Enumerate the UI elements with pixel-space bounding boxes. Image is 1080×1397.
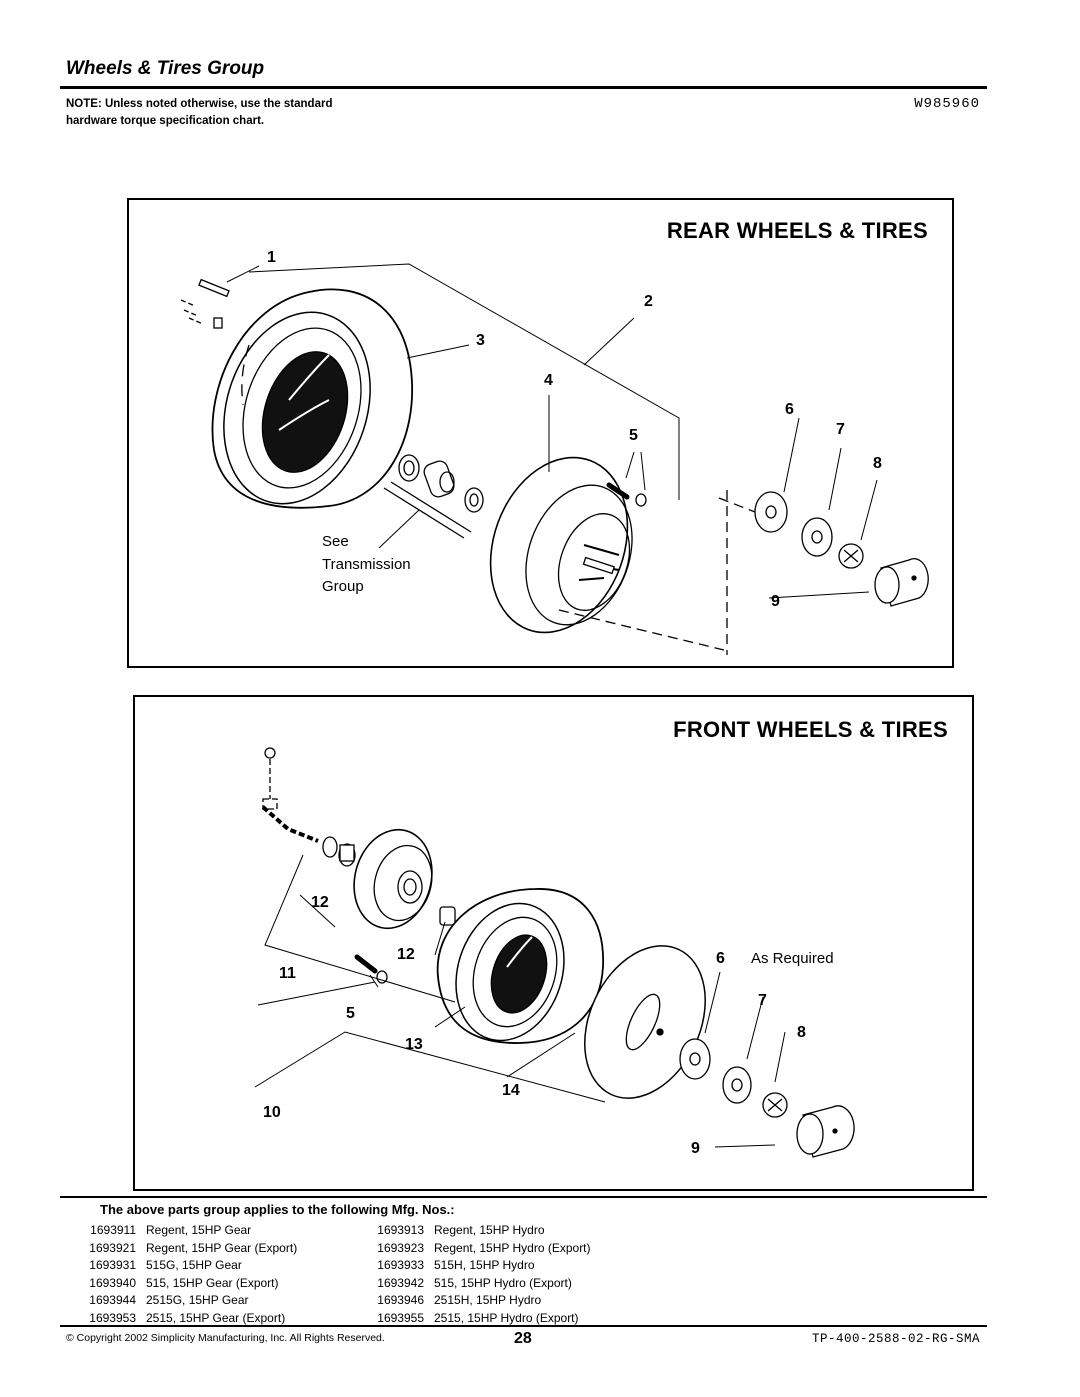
rear-panel-title: REAR WHEELS & TIRES xyxy=(666,218,928,243)
mfg-number: 1693946 xyxy=(377,1293,424,1307)
footer-doc-code: TP-400-2588-02-RG-SMA xyxy=(811,1332,980,1346)
footer-rule xyxy=(60,1325,987,1327)
rear-tire-part xyxy=(211,288,413,509)
section-rule xyxy=(60,1196,987,1198)
model-description: 2515H, 15HP Hydro xyxy=(434,1293,542,1307)
model-description: 2515, 15HP Gear (Export) xyxy=(146,1310,286,1325)
callout-7-front: 7 xyxy=(758,992,767,1009)
mfg-number: 1693913 xyxy=(377,1223,424,1237)
see-label: See xyxy=(322,533,349,550)
model-description: 515G, 15HP Gear xyxy=(146,1258,242,1272)
callout-1: 1 xyxy=(267,249,276,266)
mfg-number: 1693955 xyxy=(377,1310,424,1325)
callout-12b: 12 xyxy=(397,946,415,963)
drawing-code: W985960 xyxy=(914,96,980,112)
model-description: 2515G, 15HP Gear xyxy=(146,1293,249,1307)
copyright-text: © Copyright 2002 Simplicity Manufacturin… xyxy=(66,1332,385,1344)
header-rule xyxy=(60,86,987,89)
page-number: 28 xyxy=(514,1330,532,1347)
mfg-number: 1693911 xyxy=(90,1223,136,1237)
callout-4: 4 xyxy=(544,372,553,389)
mfg-number: 1693942 xyxy=(377,1275,424,1290)
front-wheels-panel: FRONT WHEELS & TIRES xyxy=(133,695,974,1191)
callout-2: 2 xyxy=(644,293,653,310)
table-row: 1693940 515, 15HP Gear (Export) 1693942 … xyxy=(86,1275,662,1293)
mfg-number: 1693921 xyxy=(89,1240,136,1255)
callout-9-front: 9 xyxy=(691,1140,700,1157)
model-description: Regent, 15HP Hydro xyxy=(434,1223,545,1237)
rear-leader-lines xyxy=(226,263,878,599)
mfg-number: 1693923 xyxy=(377,1240,424,1255)
front-leader-lines xyxy=(254,854,786,1148)
front-valve-stem-part xyxy=(354,954,388,984)
rear-rim-part xyxy=(489,456,633,634)
callout-3: 3 xyxy=(476,332,485,349)
key-pin-part xyxy=(180,278,230,329)
callout-8: 8 xyxy=(873,455,882,472)
callout-10: 10 xyxy=(263,1104,281,1121)
group-label: Group xyxy=(322,578,364,595)
table-row: 1693944 2515G, 15HP Gear 1693946 2515H, … xyxy=(86,1292,662,1310)
table-row: 1693953 2515, 15HP Gear (Export) 1693955… xyxy=(86,1310,662,1328)
front-tire-part xyxy=(436,888,604,1044)
model-description: Regent, 15HP Hydro (Export) xyxy=(434,1240,591,1255)
table-row: 1693931 515G, 15HP Gear 1693933 515H, 15… xyxy=(86,1257,662,1275)
mfg-number: 1693940 xyxy=(89,1275,136,1290)
model-description: Regent, 15HP Gear (Export) xyxy=(146,1240,298,1255)
callout-9: 9 xyxy=(771,593,780,610)
rear-wheel-diagram: 1 2 3 4 5 6 7 8 9 See Transmission Group xyxy=(180,249,929,655)
front-panel-title: FRONT WHEELS & TIRES xyxy=(673,717,948,742)
applies-heading: The above parts group applies to the fol… xyxy=(100,1202,455,1217)
callout-6: 6 xyxy=(785,401,794,418)
mfg-number: 1693953 xyxy=(89,1310,136,1325)
mfg-number: 1693931 xyxy=(89,1258,136,1272)
callout-5-front: 5 xyxy=(346,1005,355,1022)
table-row: 1693921 Regent, 15HP Gear (Export) 16939… xyxy=(86,1240,662,1258)
torque-note: NOTE: Unless noted otherwise, use the st… xyxy=(66,98,333,127)
model-description: 515, 15HP Hydro (Export) xyxy=(434,1275,572,1290)
front-wheel-diagram: 12 12 11 5 13 14 10 6 As Required 7 8 9 xyxy=(254,747,855,1158)
mfg-number: 1693944 xyxy=(89,1293,136,1307)
front-hardware-parts xyxy=(679,1038,855,1158)
model-description: 515H, 15HP Hydro xyxy=(434,1258,535,1272)
callout-8-front: 8 xyxy=(797,1024,806,1041)
model-description: 2515, 15HP Hydro (Export) xyxy=(434,1310,579,1325)
table-row: 1693911 Regent, 15HP Gear 1693913 Regent… xyxy=(86,1222,662,1240)
callout-12a: 12 xyxy=(311,894,329,911)
mfg-number: 1693933 xyxy=(377,1258,424,1272)
callout-11: 11 xyxy=(279,965,296,982)
model-description: Regent, 15HP Gear xyxy=(146,1223,252,1237)
spindle-part xyxy=(261,747,356,867)
callout-6-front: 6 xyxy=(716,950,725,967)
page-title: Wheels & Tires Group xyxy=(66,58,265,79)
as-required-label: As Required xyxy=(751,950,834,967)
mfg-number-table: 1693911 Regent, 15HP Gear 1693913 Regent… xyxy=(86,1222,662,1327)
rear-hardware-parts xyxy=(754,491,929,607)
rear-wheels-panel: REAR WHEELS & TIRES xyxy=(127,198,954,668)
callout-14: 14 xyxy=(502,1082,520,1099)
callout-7: 7 xyxy=(836,421,845,438)
callout-13: 13 xyxy=(405,1036,423,1053)
model-description: 515, 15HP Gear (Export) xyxy=(146,1275,279,1290)
front-rim-part xyxy=(353,828,456,930)
valve-stem-part xyxy=(606,482,647,507)
transmission-label: Transmission xyxy=(322,556,411,573)
callout-5: 5 xyxy=(629,427,638,444)
spacer-parts xyxy=(383,454,484,539)
